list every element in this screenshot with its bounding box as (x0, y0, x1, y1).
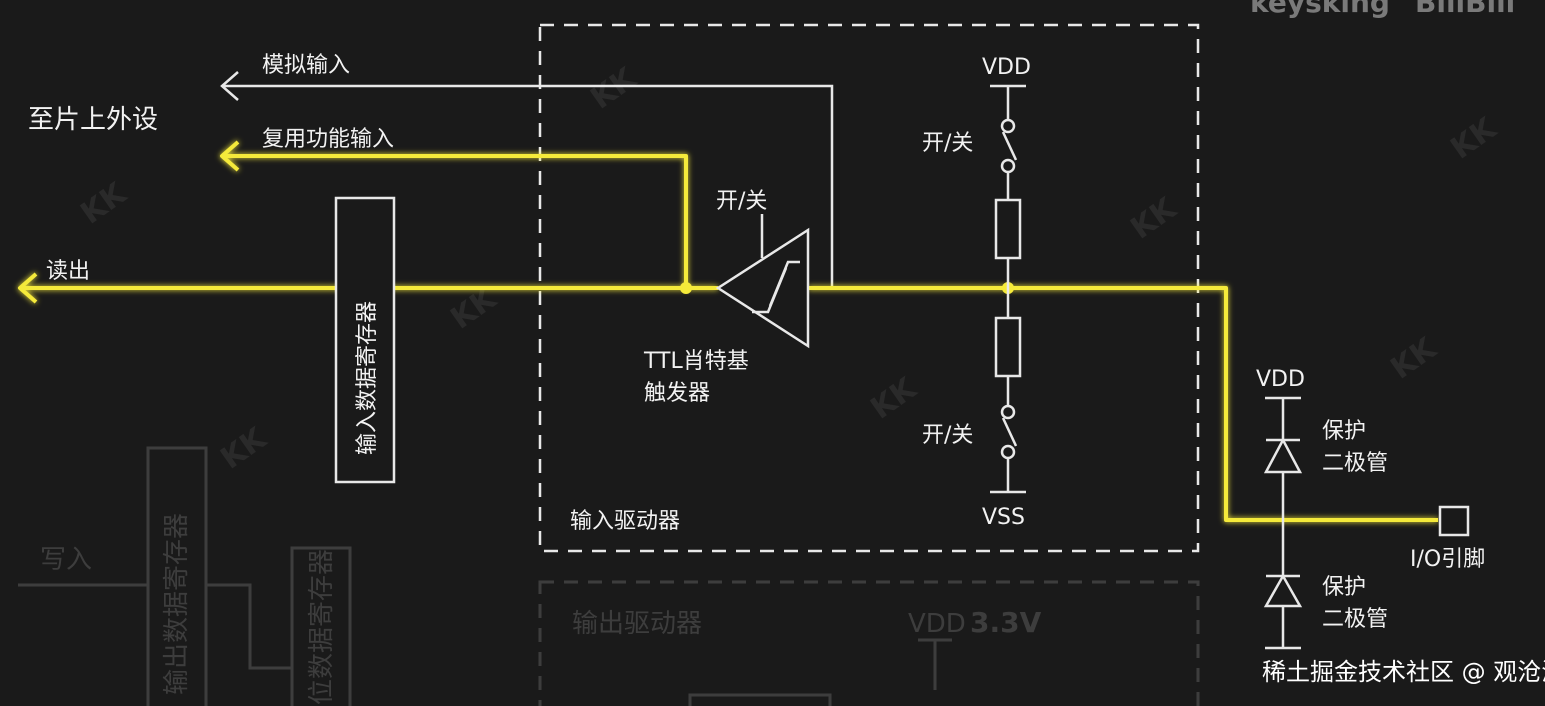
analog-input-path (220, 71, 834, 290)
output-faded-block (688, 693, 832, 706)
switch-top-contact (1000, 158, 1016, 174)
analog-input-label: 模拟输入 (262, 53, 350, 78)
output-data-register-label: 输出数据寄存器 (162, 513, 192, 695)
alt-func-wire (222, 154, 688, 288)
switch-top-label: 开/关 (922, 131, 973, 156)
switch-top-blade (1001, 131, 1018, 161)
watermark-text: KK (1125, 190, 1185, 246)
platform-logo: BiliBili (1415, 0, 1515, 19)
pull-network (990, 84, 1026, 494)
pull-down-resistor (994, 316, 1022, 378)
output-section-faded (18, 446, 1200, 706)
switch-bottom-contact (1000, 444, 1016, 460)
watermark-text: KK (215, 420, 275, 476)
watermark-text: KK (1445, 110, 1505, 166)
read-out-label: 读出 (46, 259, 90, 284)
write-in-label: 写入 (40, 545, 92, 575)
output-vdd-label: VDD (908, 609, 966, 639)
output-data-register-box (146, 446, 208, 706)
read-out-arrow (18, 272, 38, 304)
watermark-text: KK (585, 60, 645, 116)
schmitt-switch-label: 开/关 (716, 189, 767, 214)
hysteresis-icon (752, 260, 800, 314)
schmitt-trigger (715, 214, 810, 349)
watermark-text: KK (75, 175, 135, 231)
diode-top-body (1263, 437, 1303, 474)
schmitt-name-line1: TTL肖特基 (643, 349, 749, 374)
diode-bottom-body (1263, 573, 1303, 608)
diode-top-label-line1: 保护 (1322, 419, 1366, 444)
diode-bottom-label-line1: 保护 (1322, 575, 1366, 600)
schmitt-triangle (715, 227, 810, 349)
pull-up-resistor (994, 198, 1022, 260)
schmitt-name-line2: 触发器 (644, 381, 710, 406)
register-link (206, 583, 292, 670)
diode-bottom-label-line2: 二极管 (1322, 607, 1388, 632)
io-signal-wire (1008, 286, 1438, 522)
protect-vdd-label: VDD (1256, 367, 1305, 392)
channel-brand: keysking (1250, 0, 1390, 19)
input-data-register-label: 输入数据寄存器 (355, 301, 380, 455)
diode-top-label-line2: 二极管 (1322, 451, 1388, 476)
switch-bottom-label: 开/关 (922, 423, 973, 448)
watermark-text: KK (865, 370, 925, 426)
alt-func-arrow (220, 140, 240, 172)
vss-label: VSS (982, 505, 1025, 530)
protection-diodes (1263, 396, 1303, 650)
switch-bottom-blade (1001, 417, 1018, 447)
alt-func-input-label: 复用功能输入 (262, 127, 394, 152)
output-driver-label: 输出驱动器 (572, 609, 702, 639)
watermark-text: KK (1385, 330, 1445, 386)
io-pin-label: I/O引脚 (1410, 547, 1485, 572)
output-driver-box (538, 580, 1200, 706)
io-pin-square (1438, 505, 1470, 537)
bit-register-label: 位数据寄存器 (307, 549, 337, 705)
switch-bottom-contact (1000, 404, 1016, 420)
switch-top-contact (1000, 118, 1016, 134)
credit-text: 稀土掘金技术社区 @ 观沧海 (1262, 658, 1545, 686)
analog-input-wire (222, 84, 834, 290)
voltage-label: 3.3V (970, 606, 1042, 639)
peripheral-label: 至片上外设 (28, 105, 158, 135)
input-driver-label: 输入驱动器 (570, 509, 680, 534)
input-data-register-box (334, 196, 396, 484)
analog-input-arrow (220, 71, 239, 101)
junction-dot (680, 282, 692, 294)
vdd-top-label: VDD (982, 55, 1031, 80)
bit-register-box (290, 546, 352, 706)
